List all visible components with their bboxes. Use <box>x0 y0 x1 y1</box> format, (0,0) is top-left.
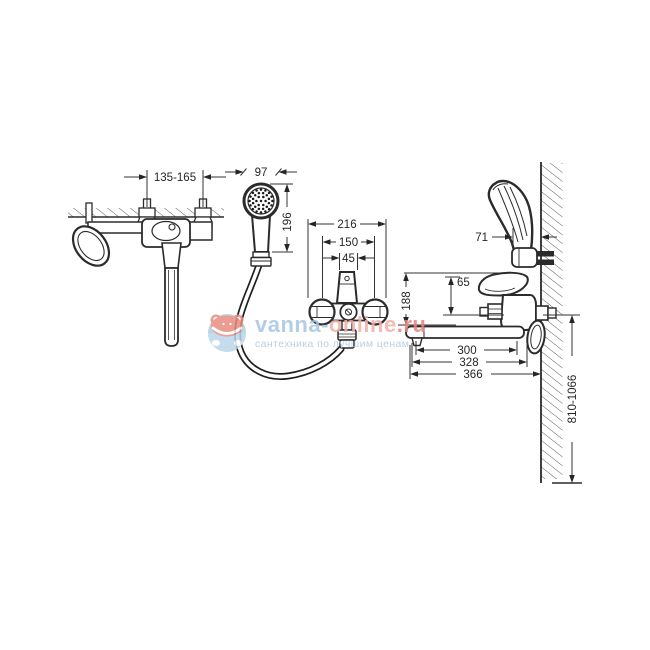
dim-label-body-height: 188 <box>401 291 413 310</box>
dim-label-mount-spacing: 135-165 <box>154 172 196 184</box>
wall-holder <box>511 247 554 268</box>
shower-hose-inner <box>235 263 343 379</box>
dim-lever-rise: 65 <box>443 276 504 316</box>
dim-label-mount-centers: 150 <box>339 237 358 249</box>
dim-label-lever-rise: 65 <box>457 277 470 289</box>
diverter-knob <box>487 303 503 320</box>
lever-side <box>477 271 529 297</box>
spout-side <box>405 325 525 339</box>
lever-front <box>335 271 359 304</box>
dim-label-spout-reach: 300 <box>457 345 476 357</box>
dim-label-spout-overall: 328 <box>459 357 478 369</box>
dim-body-width: 216 <box>307 219 387 298</box>
dim-label-lever-width: 45 <box>342 253 355 265</box>
mixer-front <box>308 271 389 349</box>
screw-detail <box>168 223 176 231</box>
aerator <box>411 337 423 347</box>
dim-head-width: 97 <box>225 167 297 179</box>
spout-top-view <box>161 242 182 347</box>
dim-label-overall-depth: 366 <box>463 369 482 381</box>
hand-shower-side <box>487 179 534 256</box>
dim-label-install-height: 810-1066 <box>567 375 579 424</box>
dim-label-head-length: 196 <box>282 212 294 231</box>
shower-nozzles <box>248 188 274 214</box>
flange-left <box>308 298 336 326</box>
dim-head-length: 196 <box>270 183 294 253</box>
wall-union <box>535 305 549 321</box>
diverter-pull <box>526 319 546 355</box>
dim-label-holder-offset: 71 <box>475 232 488 244</box>
dim-lever-width: 45 <box>323 253 374 270</box>
cartridge-dome <box>151 220 181 242</box>
dim-mount-centers: 150 <box>322 236 375 298</box>
flange-right <box>361 298 389 326</box>
lever-knob <box>71 225 111 267</box>
dim-install-height: 810-1066 <box>543 314 580 483</box>
mixer-side <box>405 271 557 355</box>
dim-body-height: 188 <box>398 272 516 326</box>
hose-connector-front <box>337 320 357 349</box>
dim-label-body-width: 216 <box>337 219 356 231</box>
side-view <box>405 162 582 484</box>
lever-pin <box>85 202 93 224</box>
dim-mount-spacing: 135-165 <box>124 170 226 207</box>
dim-holder-offset: 71 <box>475 228 557 249</box>
dim-spout-overall: 328 <box>411 343 528 369</box>
top-view <box>68 198 224 347</box>
dim-label-head-width: 97 <box>255 167 268 179</box>
dim-spout-reach: 300 <box>415 341 518 357</box>
hand-shower-front <box>242 182 280 267</box>
dim-overall-depth: 366 <box>409 345 541 381</box>
wall-hatch-side-view <box>541 163 563 479</box>
